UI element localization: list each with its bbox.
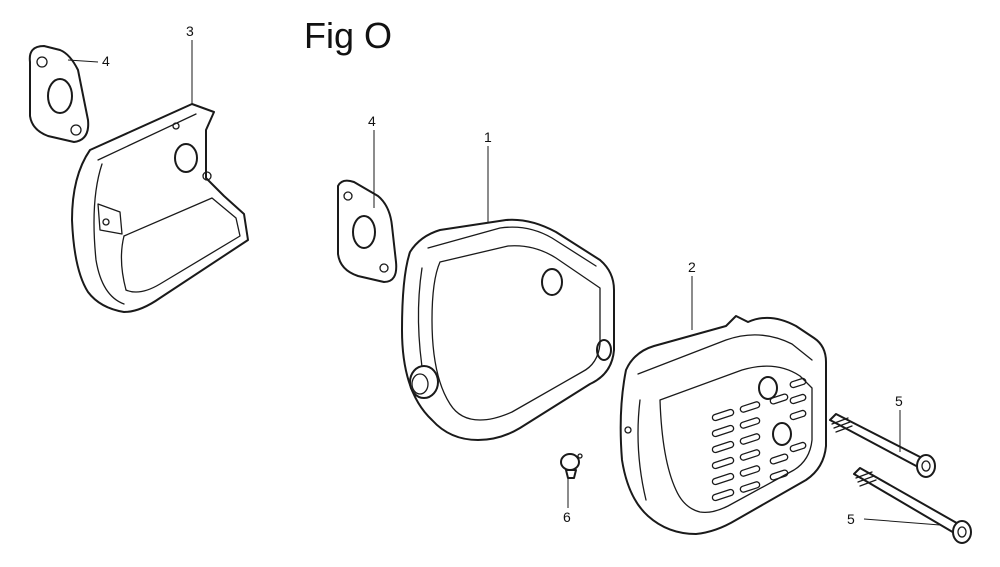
bolt-lower: [853, 467, 972, 544]
callout-2: 2: [688, 259, 696, 275]
muffler-cover: [619, 315, 827, 535]
leader-c4a: [67, 59, 99, 63]
callout-3: 3: [186, 23, 194, 39]
callout-6: 6: [563, 509, 571, 525]
muffler-body: [401, 218, 615, 441]
bolt-upper: [829, 413, 936, 478]
callout-1: 1: [484, 129, 492, 145]
heat-shield: [71, 103, 249, 313]
gasket-upper-left: [28, 45, 90, 143]
callout-4-upper: 4: [102, 53, 110, 69]
leader-c5b: [863, 518, 941, 526]
gasket-center: [337, 179, 398, 283]
callout-5-lower: 5: [847, 511, 855, 527]
callout-5-upper: 5: [895, 393, 903, 409]
callout-4-center: 4: [368, 113, 376, 129]
screw-small: [560, 453, 583, 479]
figure-title: Fig O: [304, 15, 392, 56]
